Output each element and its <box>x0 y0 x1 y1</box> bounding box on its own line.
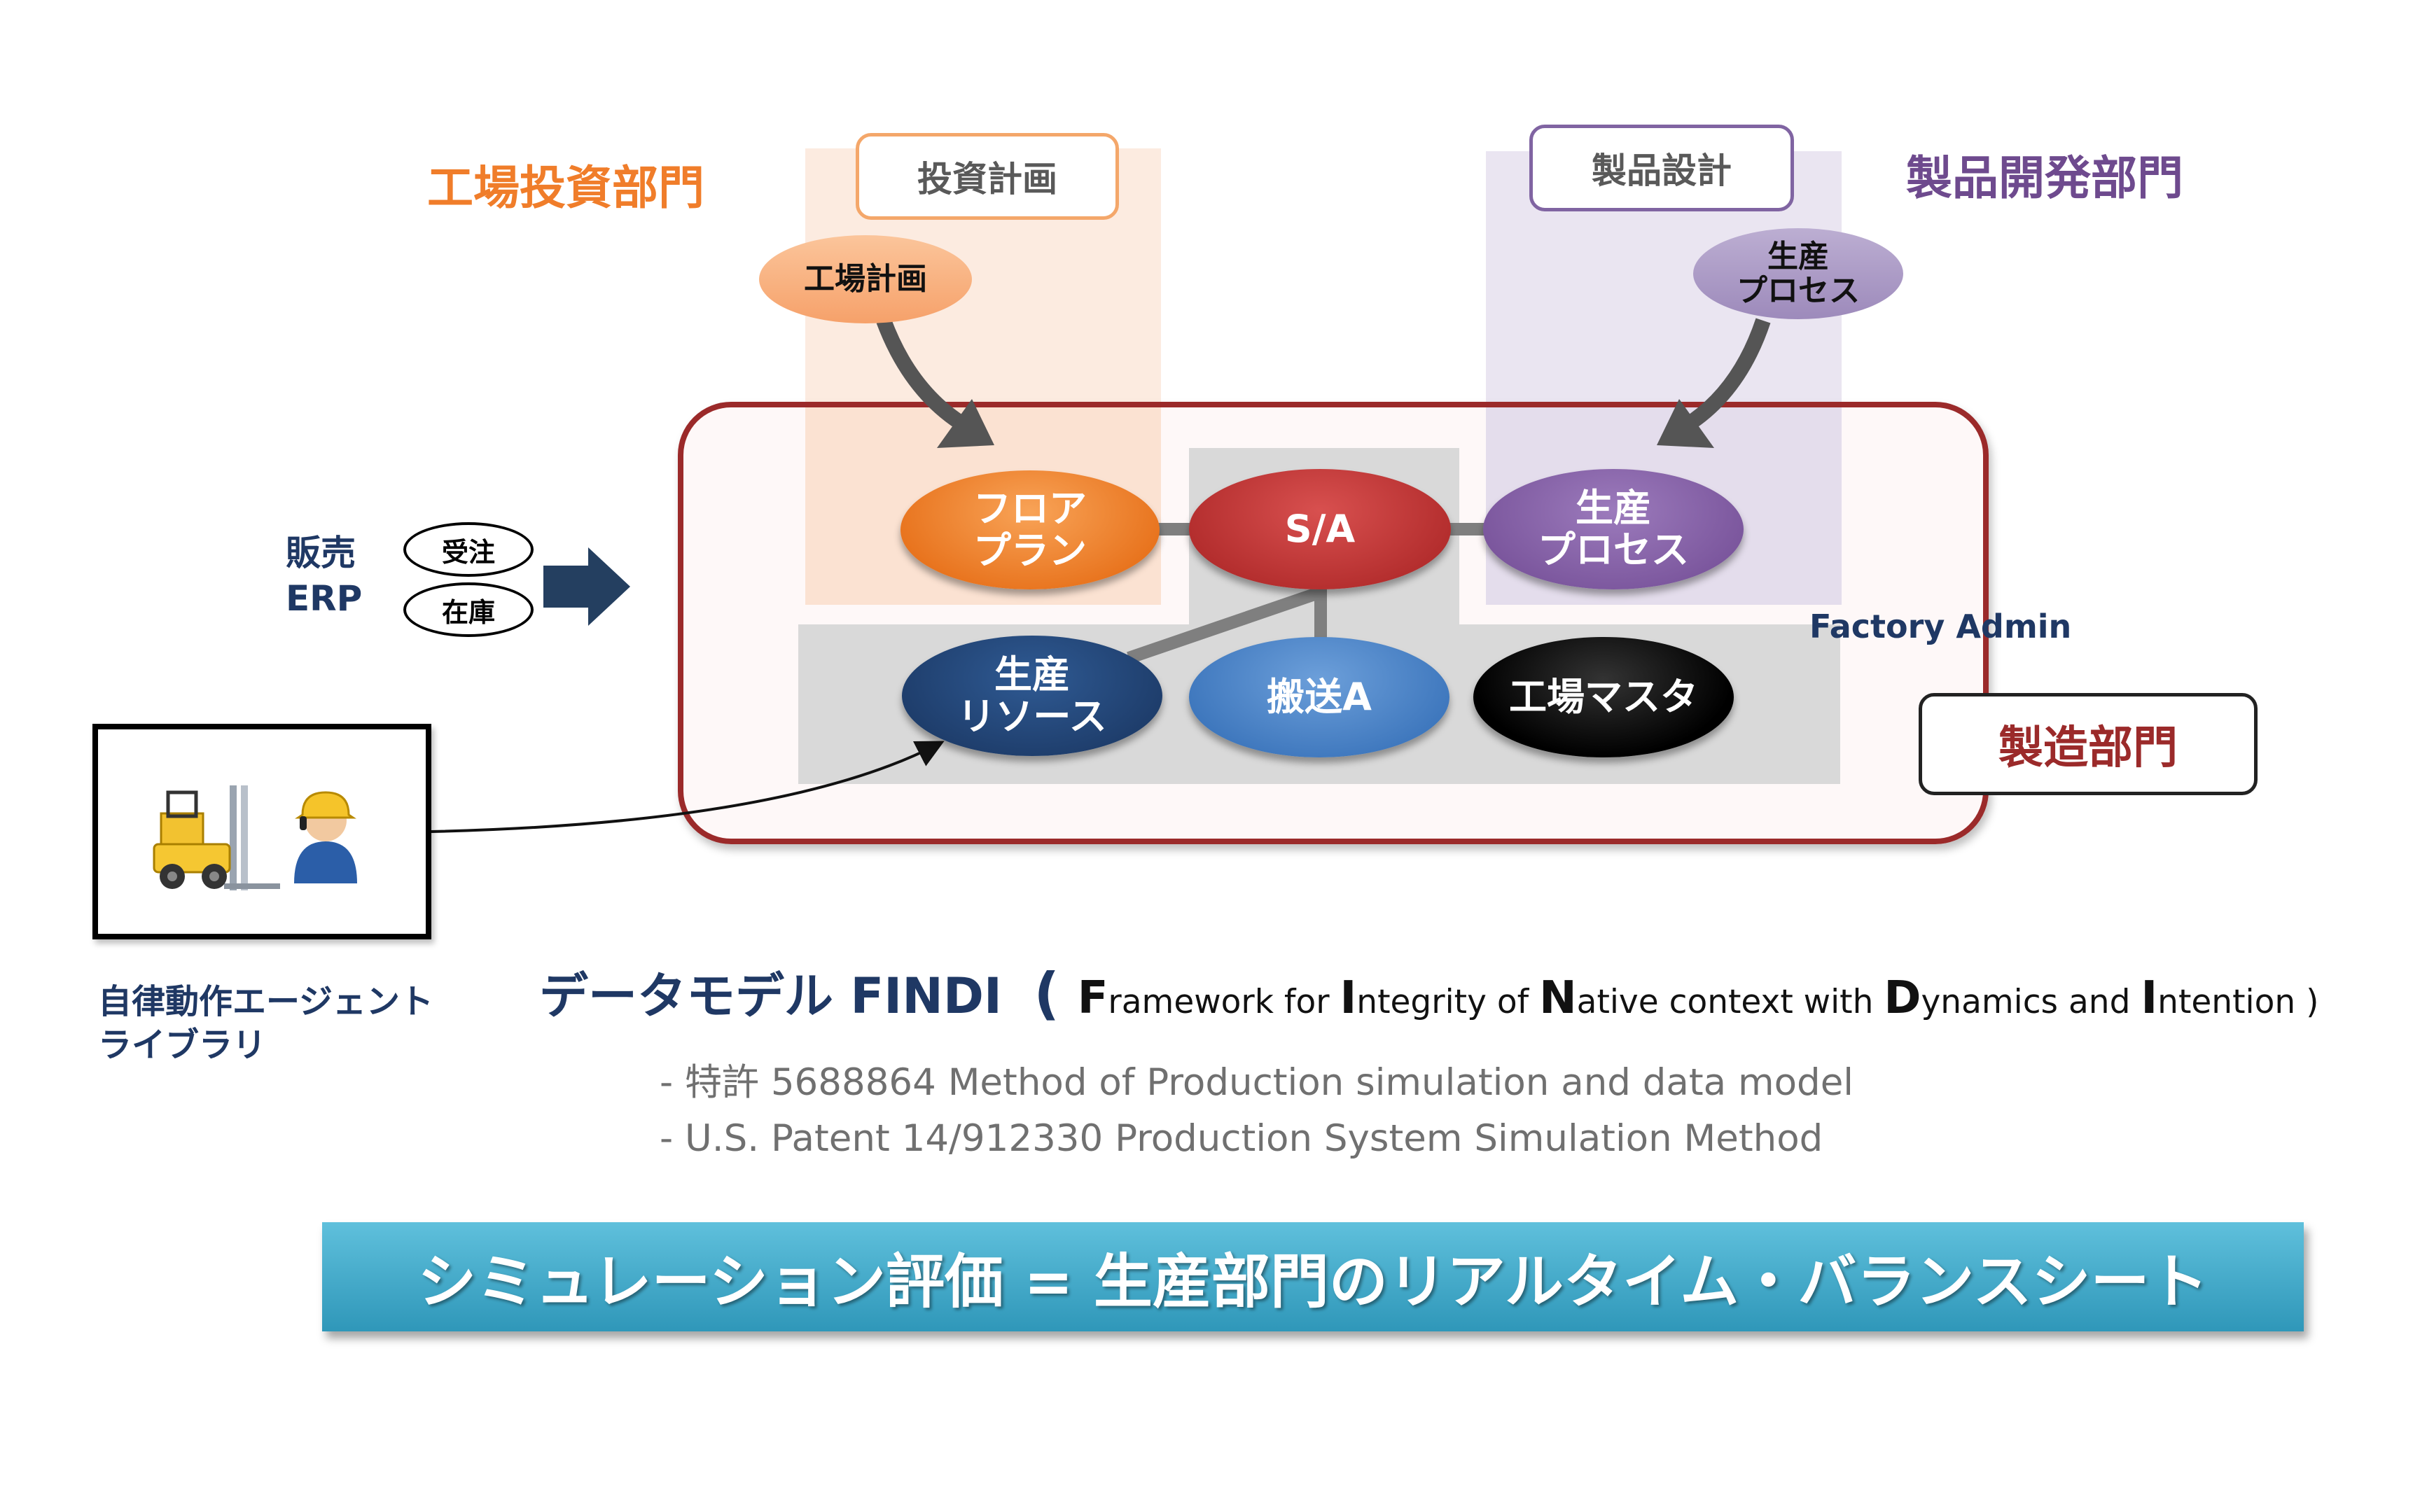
inventory-oval: 在庫 <box>403 582 534 637</box>
production-process-top-oval: 生産 プロセス <box>1693 228 1903 319</box>
expansion-cap: I <box>1340 972 1357 1024</box>
expansion-rest: ramework for <box>1108 983 1340 1021</box>
findi-expansion: Framework for Integrity of Native contex… <box>1078 976 2307 1021</box>
expansion-cap: I <box>2141 972 2158 1024</box>
product-development-heading: 製品開発部門 <box>1906 151 2183 205</box>
expansion-cap: F <box>1077 972 1108 1024</box>
expansion-rest: ynamics and <box>1921 983 2141 1021</box>
expansion-rest: ntention <box>2157 983 2307 1021</box>
expansion-cap: N <box>1539 972 1577 1024</box>
agent-library-label: 自律動作エージェント ライブラリ <box>98 982 434 1065</box>
worker-icon <box>294 791 357 883</box>
manufacturing-dept-box: 製造部門 <box>1919 693 2258 795</box>
expansion-rest: ntegrity of <box>1356 983 1540 1021</box>
sa-oval: S/A <box>1189 469 1451 589</box>
transport-oval: 搬送A <box>1189 637 1449 757</box>
production-resource-oval: 生産 リソース <box>902 636 1162 756</box>
data-model-prefix: データモデル FINDI <box>539 967 1002 1025</box>
arrow-agent-to-resource <box>431 741 945 833</box>
summary-banner-text: シミュレーション評価 = 生産部門のリアルタイム・バランスシート <box>417 1247 2209 1316</box>
arrow-head-left <box>937 399 994 448</box>
data-model-line: データモデル FINDI ( Framework for Integrity o… <box>539 966 2318 1022</box>
patent-jp: - 特許 5688864 Method of Production simula… <box>660 1061 1854 1104</box>
factory-admin-label: Factory Admin <box>1809 608 2072 645</box>
link-sa-resource <box>1127 586 1323 664</box>
floor-plan-oval: フロア プラン <box>900 470 1160 589</box>
forklift-icon <box>153 785 280 890</box>
erp-arrow-icon <box>543 547 630 626</box>
data-model-close-paren: ) <box>2306 983 2319 1021</box>
summary-banner: シミュレーション評価 = 生産部門のリアルタイム・バランスシート <box>322 1222 2304 1331</box>
factory-plan-oval: 工場計画 <box>759 235 972 323</box>
product-design-box: 製品設計 <box>1529 125 1794 211</box>
expansion-rest: ative context with <box>1576 983 1884 1021</box>
orders-oval: 受注 <box>403 522 534 577</box>
sales-erp-label: 販売 ERP <box>286 533 363 619</box>
patent-us: - U.S. Patent 14/912330 Production Syste… <box>660 1117 1823 1160</box>
production-process-oval: 生産 プロセス <box>1483 469 1744 589</box>
arrow-head-right <box>1657 399 1714 448</box>
arrow-factory-plan-to-floor <box>876 318 969 433</box>
factory-master-oval: 工場マスタ <box>1473 637 1734 757</box>
investment-plan-box: 投資計画 <box>856 133 1119 220</box>
arrow-process-to-process <box>1682 318 1771 433</box>
data-model-open-paren: ( <box>1034 961 1060 1026</box>
agent-library-box <box>92 724 431 939</box>
expansion-cap: D <box>1884 972 1921 1024</box>
factory-investment-heading: 工場投資部門 <box>427 161 704 215</box>
